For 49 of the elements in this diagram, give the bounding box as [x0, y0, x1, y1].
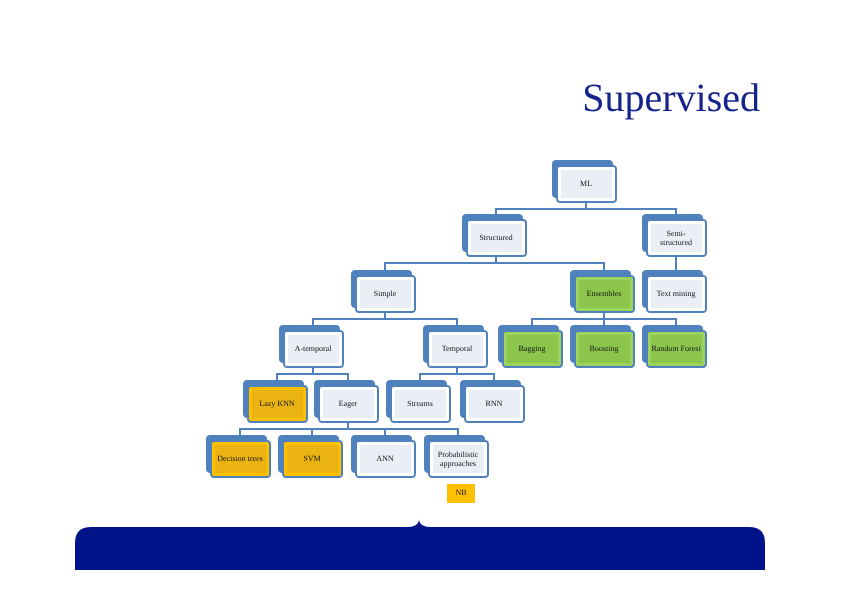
- process-box: [350, 270, 416, 313]
- process-box: [242, 380, 308, 423]
- connector-line: [674, 256, 678, 271]
- node-label: Bagging: [518, 344, 546, 354]
- node-label: SVM: [303, 454, 321, 464]
- process-box: [278, 435, 342, 478]
- process-box: [314, 380, 378, 423]
- node-label: Streams: [407, 399, 433, 409]
- node-label: Simple: [374, 289, 396, 299]
- node-label: Random Forest: [651, 344, 701, 354]
- node-label: Lazy KNN: [259, 399, 295, 409]
- node-label: Eager: [338, 399, 358, 409]
- process-box: [422, 325, 488, 368]
- node-label: ML: [580, 179, 592, 189]
- slide-title: Supervised: [582, 76, 760, 120]
- node-label: Temporal: [442, 344, 472, 354]
- process-box: [570, 270, 634, 313]
- process-box: [462, 214, 526, 257]
- process-box: [424, 435, 488, 478]
- connector-line: [346, 422, 460, 436]
- node-label: Structured: [479, 233, 513, 243]
- process-box: [278, 325, 344, 368]
- node-label: Ensembles: [586, 289, 622, 299]
- node-label: ANN: [376, 454, 394, 464]
- process-box: [642, 214, 706, 257]
- process-box: [642, 270, 706, 313]
- connector-line: [494, 256, 606, 271]
- node-label: Semi-structured: [659, 228, 693, 248]
- process-box: [642, 325, 706, 368]
- process-box: [206, 435, 270, 478]
- tag-box: [447, 484, 475, 502]
- node-label: Decision trees: [217, 454, 263, 464]
- node-label: A-temporal: [294, 344, 332, 354]
- node-label: NB: [455, 488, 467, 498]
- connector-line: [455, 367, 496, 381]
- node-label: Text mining: [656, 289, 696, 299]
- process-box: [460, 380, 524, 423]
- node-label: Probabilistic approaches: [436, 450, 480, 468]
- process-box: [386, 380, 450, 423]
- connector-line: [602, 312, 678, 326]
- process-box: [552, 160, 616, 203]
- process-box: [570, 325, 634, 368]
- connector-line: [383, 312, 459, 326]
- node-label: Boosting: [590, 344, 618, 354]
- process-box: [498, 325, 562, 368]
- node-label: RNN: [486, 399, 502, 409]
- process-box: [350, 435, 416, 478]
- connector-line: [311, 367, 350, 381]
- connector-line: [584, 202, 678, 215]
